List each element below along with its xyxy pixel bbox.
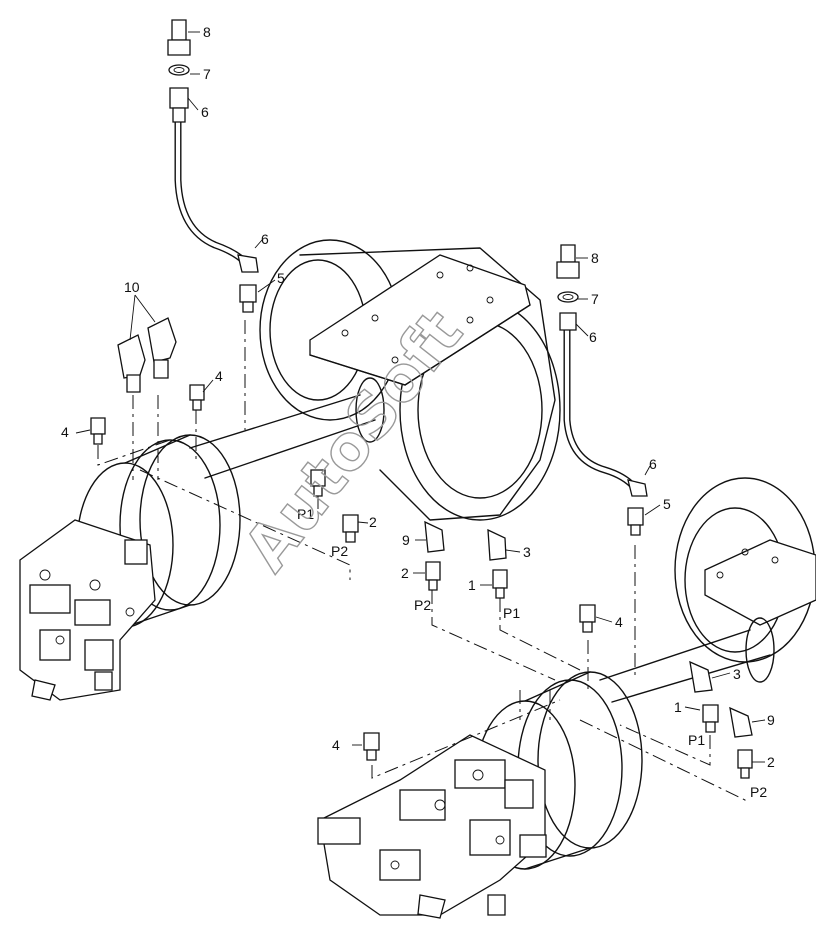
callout-9: 9 bbox=[402, 532, 410, 548]
callout-8: 8 bbox=[203, 24, 211, 40]
callout-p1: P1 bbox=[503, 605, 520, 621]
callout-6: 6 bbox=[589, 329, 597, 345]
callout-2: 2 bbox=[767, 754, 775, 770]
callout-4: 4 bbox=[61, 424, 69, 440]
lower-valve-block bbox=[317, 734, 547, 919]
callout-1: 1 bbox=[674, 699, 682, 715]
lower-hose-assembly bbox=[556, 244, 648, 536]
callout-8: 8 bbox=[591, 250, 599, 266]
callout-1: 1 bbox=[468, 577, 476, 593]
callout-p2: P2 bbox=[331, 543, 348, 559]
callout-2: 2 bbox=[369, 514, 377, 530]
callout-6: 6 bbox=[201, 104, 209, 120]
callout-4: 4 bbox=[332, 737, 340, 753]
callout-10: 10 bbox=[124, 279, 140, 295]
callout-7: 7 bbox=[203, 66, 211, 82]
callout-6: 6 bbox=[261, 231, 269, 247]
callout-3: 3 bbox=[523, 544, 531, 560]
callout-9: 9 bbox=[767, 712, 775, 728]
callout-p1: P1 bbox=[688, 732, 705, 748]
callout-labels: 8 7 6 6 5 10 4 4 P1 P2 2 9 3 2 1 P2 P1 8… bbox=[61, 24, 775, 800]
assembly-center-lines bbox=[97, 320, 746, 805]
callout-6: 6 bbox=[649, 456, 657, 472]
upper-hose-assembly bbox=[167, 19, 259, 313]
callout-p2: P2 bbox=[414, 597, 431, 613]
callout-4: 4 bbox=[615, 614, 623, 630]
callout-p1: P1 bbox=[297, 506, 314, 522]
lower-axle-housing bbox=[474, 477, 816, 870]
callout-4: 4 bbox=[215, 368, 223, 384]
callout-2: 2 bbox=[401, 565, 409, 581]
callout-3: 3 bbox=[733, 666, 741, 682]
fittings bbox=[90, 317, 753, 779]
callout-7: 7 bbox=[591, 291, 599, 307]
upper-left-valve-block bbox=[19, 519, 156, 701]
upper-axle-housing bbox=[76, 239, 561, 628]
callout-5: 5 bbox=[663, 496, 671, 512]
callout-p2: P2 bbox=[750, 784, 767, 800]
leader-lines bbox=[75, 31, 766, 763]
callout-5: 5 bbox=[277, 270, 285, 286]
